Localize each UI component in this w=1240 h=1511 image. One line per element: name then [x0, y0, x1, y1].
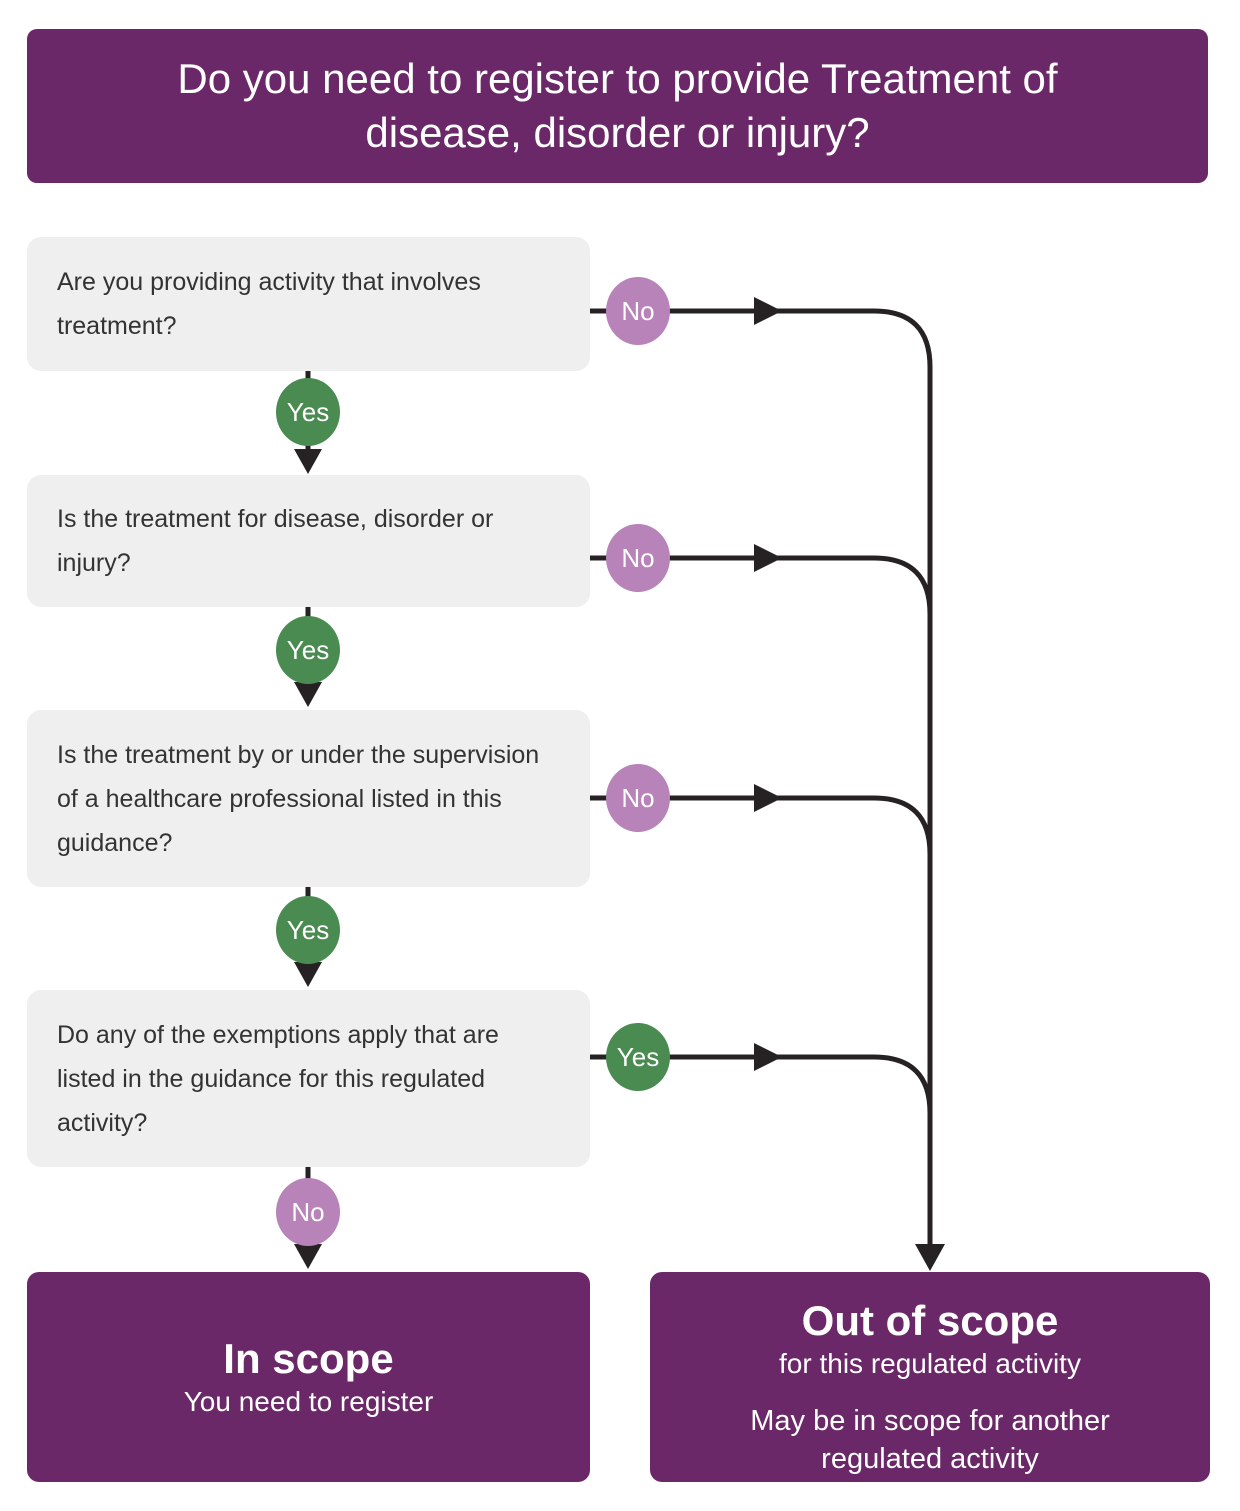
- question-box-3: Is the treatment by or under the supervi…: [27, 710, 590, 887]
- in-scope-box: In scope You need to register: [27, 1272, 590, 1482]
- question-text-2: Is the treatment for disease, disorder o…: [57, 505, 494, 577]
- title-banner: Do you need to register to provide Treat…: [27, 29, 1208, 183]
- arrowhead-trunk-bottom: [915, 1244, 945, 1271]
- arrowhead-down-3: [294, 962, 322, 987]
- no-circle-2-label: No: [621, 542, 655, 573]
- arrowhead-right-3: [754, 784, 782, 812]
- arrowhead-right-2: [754, 544, 782, 572]
- yes-circle-1: Yes: [276, 378, 340, 446]
- yes-circle-1-label: Yes: [286, 396, 330, 427]
- yes-circle-3-label: Yes: [286, 914, 330, 945]
- out-of-scope-title: Out of scope: [801, 1297, 1059, 1344]
- out-of-scope-note: May be in scope for another regulated ac…: [750, 1405, 1110, 1475]
- arrowhead-right-4: [754, 1043, 782, 1071]
- no-circle-1: No: [606, 277, 670, 345]
- yes-circle-2: Yes: [276, 616, 340, 684]
- yes-circle-2-label: Yes: [286, 634, 330, 665]
- question-box-1: Are you providing activity that involves…: [27, 237, 590, 371]
- no-circle-4: No: [276, 1178, 340, 1246]
- no-circle-4-label: No: [291, 1196, 325, 1227]
- question-text-1: Are you providing activity that involves…: [57, 268, 481, 340]
- no-circle-3: No: [606, 764, 670, 832]
- no-circle-3-label: No: [621, 782, 655, 813]
- question-box-4: Do any of the exemptions apply that are …: [27, 990, 590, 1167]
- arrowhead-right-1: [754, 297, 782, 325]
- in-scope-title: In scope: [223, 1335, 394, 1382]
- arrowhead-down-2: [294, 682, 322, 707]
- no-circle-2: No: [606, 524, 670, 592]
- arrowhead-down-1: [294, 449, 322, 474]
- page-title: Do you need to register to provide Treat…: [177, 55, 1058, 156]
- arrowhead-down-4: [294, 1244, 322, 1269]
- out-of-scope-box: Out of scope for this regulated activity…: [650, 1272, 1210, 1482]
- yes-circle-4-label: Yes: [616, 1041, 660, 1072]
- question-box-2: Is the treatment for disease, disorder o…: [27, 475, 590, 607]
- out-of-scope-subtitle: for this regulated activity: [779, 1348, 1081, 1379]
- question-text-4: Do any of the exemptions apply that are …: [57, 1020, 499, 1137]
- no-circle-1-label: No: [621, 295, 655, 326]
- in-scope-subtitle: You need to register: [183, 1386, 434, 1417]
- yes-circle-3: Yes: [276, 896, 340, 964]
- question-text-3: Is the treatment by or under the supervi…: [57, 740, 540, 857]
- yes-circle-4: Yes: [606, 1023, 670, 1091]
